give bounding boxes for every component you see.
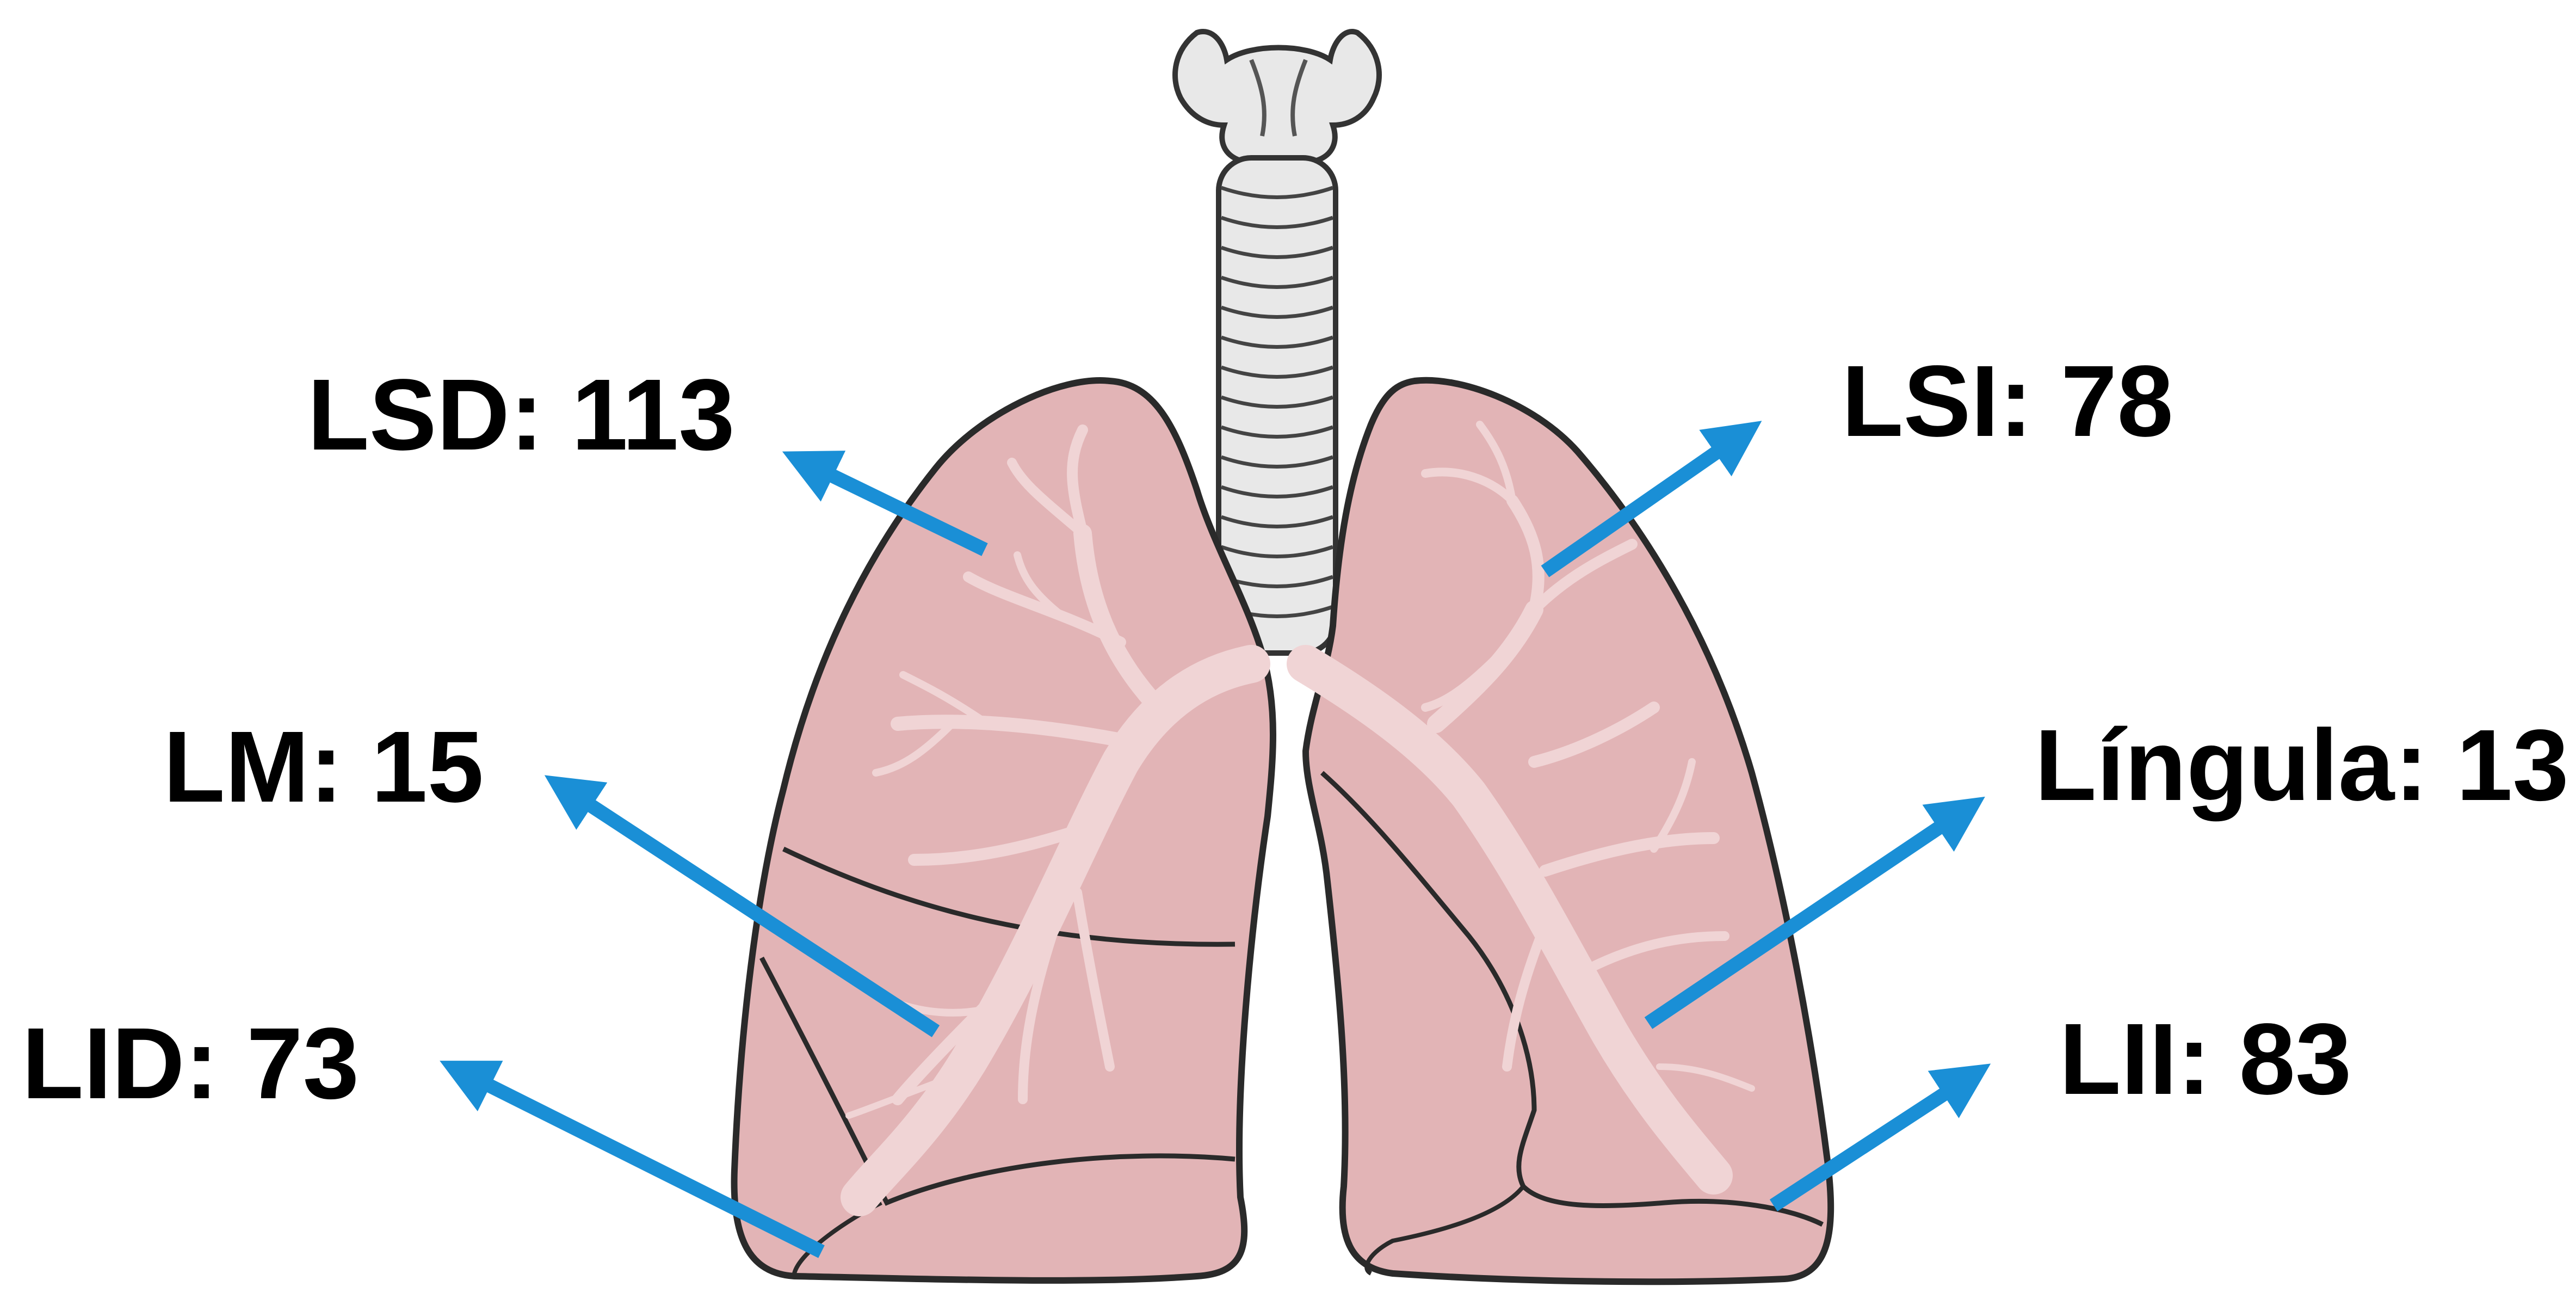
left-lung [1306, 380, 1831, 1282]
label-lm: LM: 15 [163, 711, 484, 823]
label-lsd: LSD: 113 [307, 359, 735, 471]
right-lung [734, 380, 1273, 1281]
label-lingula: Língula: 13 [2035, 709, 2569, 822]
label-lid: LID: 73 [22, 1007, 359, 1120]
label-lsi: LSI: 78 [1842, 345, 2173, 458]
larynx-icon [1175, 32, 1379, 161]
right-lung-outline [734, 380, 1273, 1281]
left-lung-outline [1306, 380, 1831, 1282]
label-lii: LII: 83 [2059, 1003, 2351, 1116]
